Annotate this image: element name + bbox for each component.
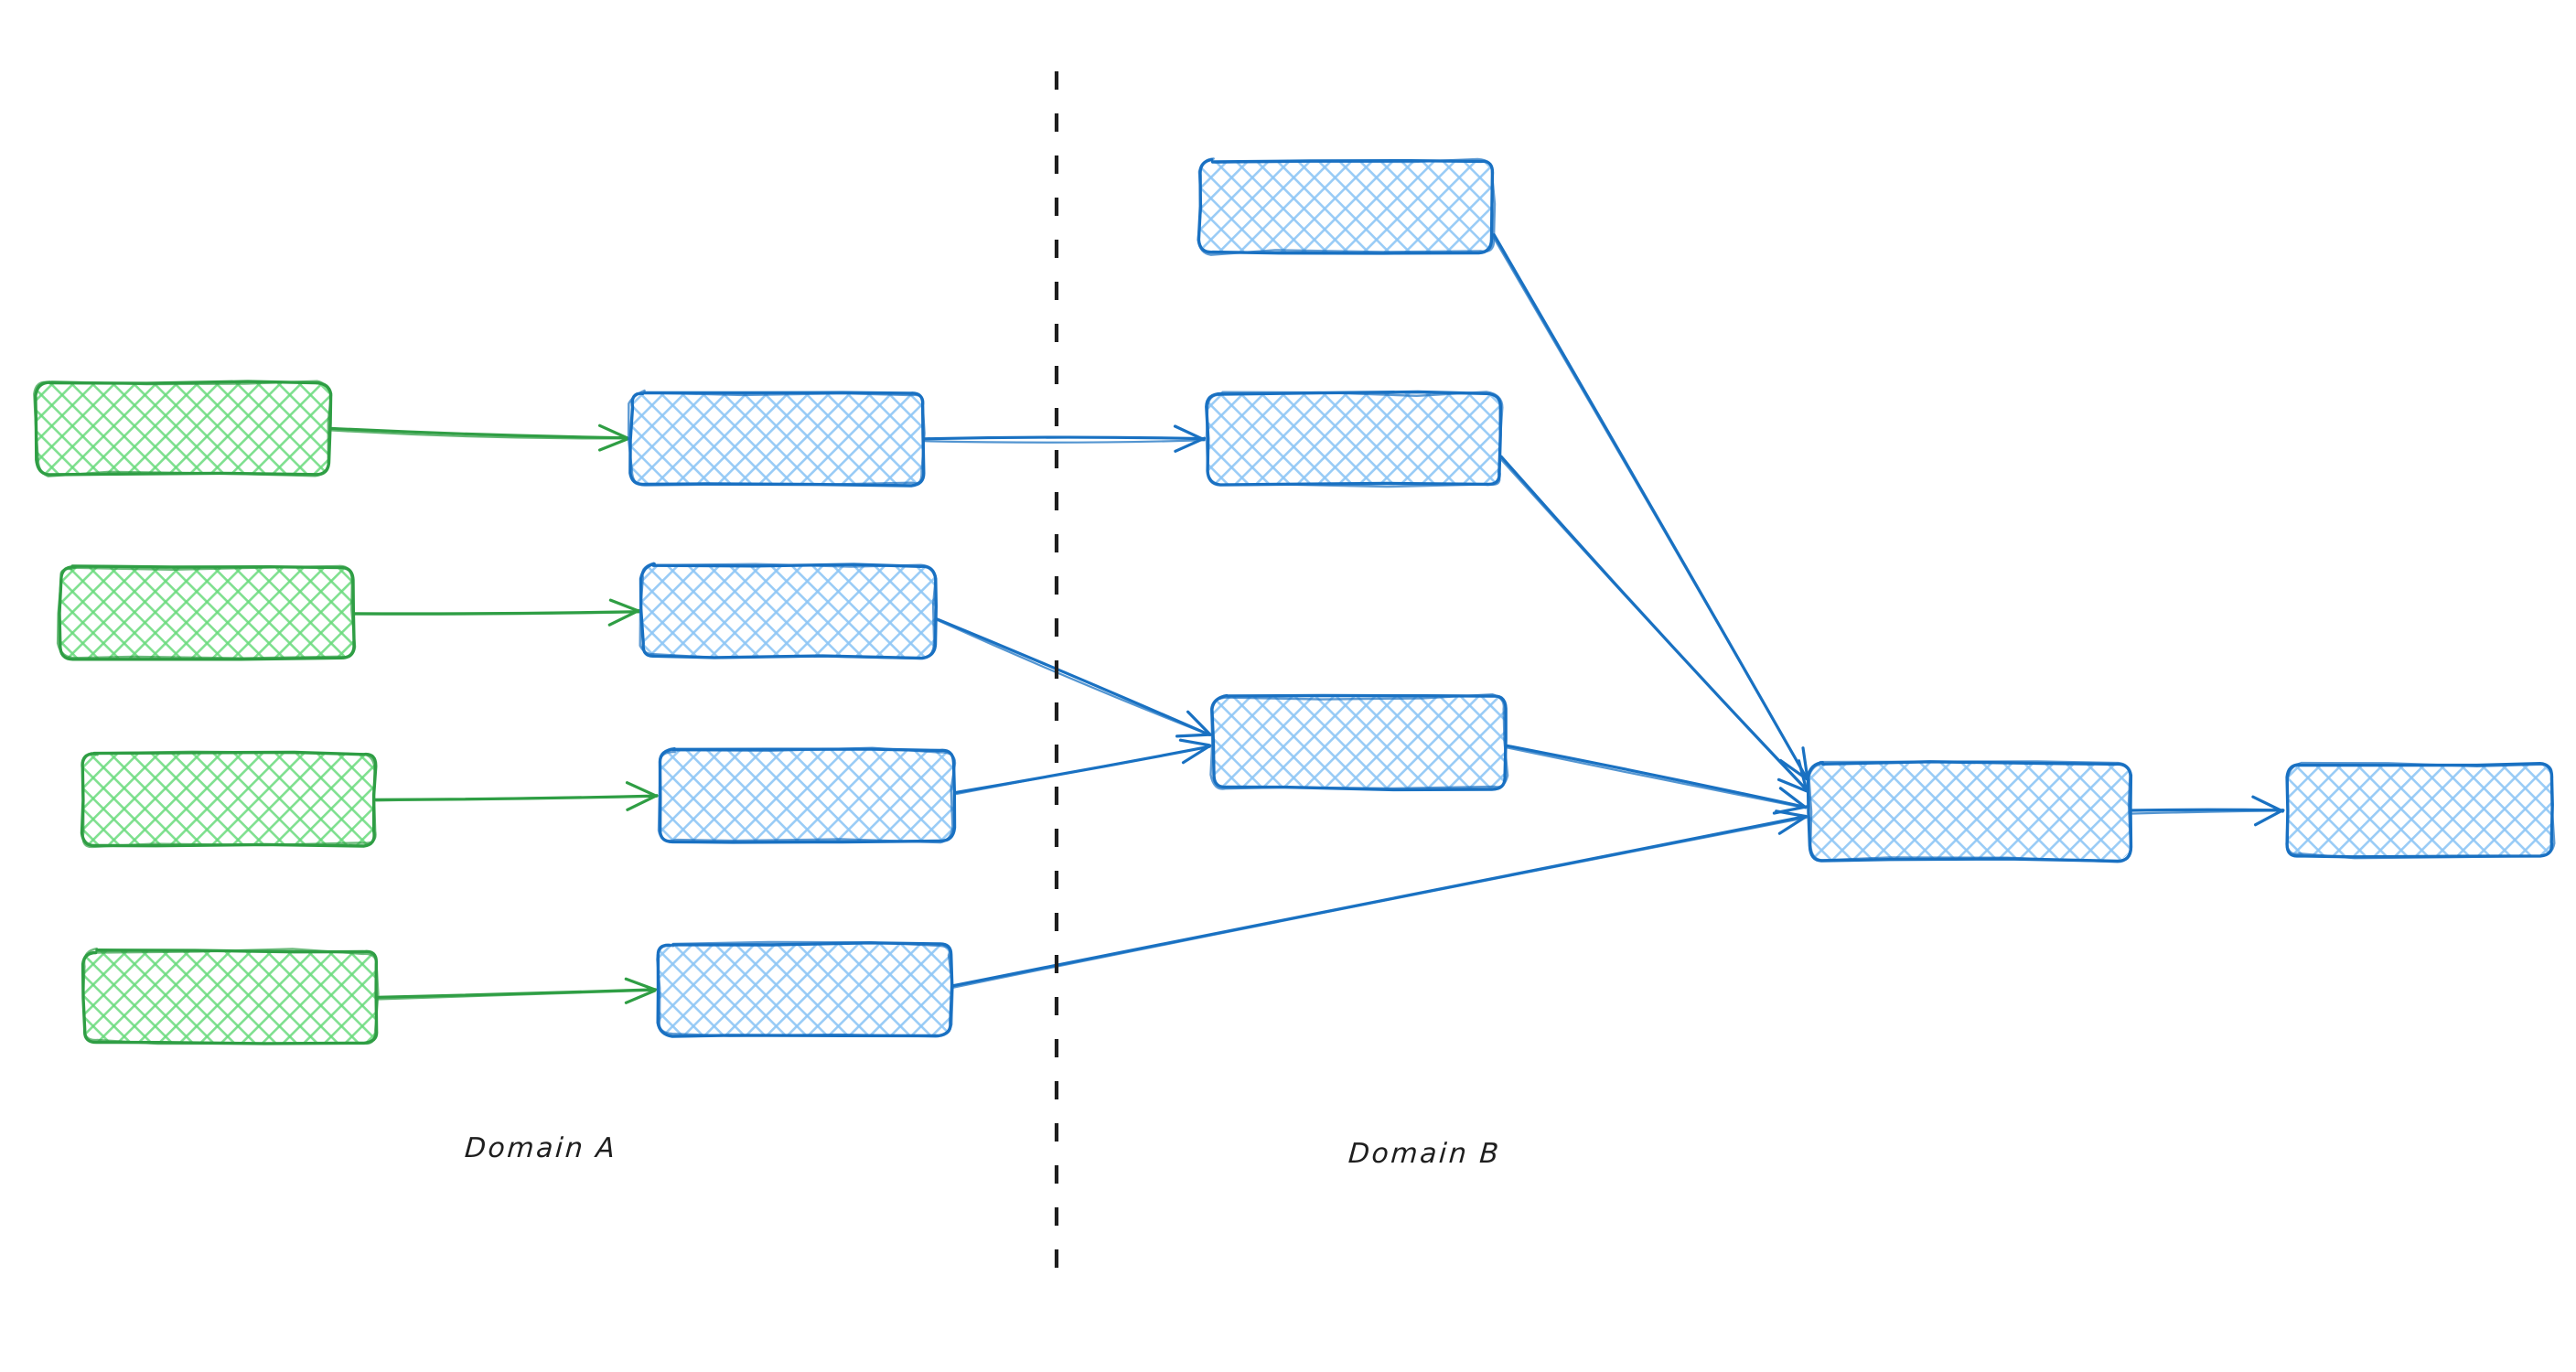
edge-arrowhead bbox=[1175, 733, 1212, 738]
node-outline bbox=[627, 389, 926, 487]
node-fill bbox=[1200, 161, 1493, 252]
node-outline bbox=[639, 562, 938, 660]
edge-arrowhead bbox=[1776, 777, 1809, 793]
edge-m1-b2 bbox=[922, 424, 1207, 453]
edge-arrowhead bbox=[625, 781, 658, 798]
node-fill bbox=[660, 750, 953, 841]
edge-a1-m1 bbox=[327, 423, 629, 452]
edge-line bbox=[328, 429, 628, 440]
edge-arrowhead bbox=[1174, 436, 1207, 453]
domain-b-label: Domain B bbox=[1347, 1138, 1502, 1170]
node-fill bbox=[642, 565, 935, 657]
edge-line bbox=[922, 439, 1206, 444]
node-fill bbox=[37, 382, 329, 474]
edge-b1-hub bbox=[1491, 233, 1809, 781]
edge-line bbox=[352, 611, 640, 616]
edge-arrowhead bbox=[1178, 738, 1211, 747]
edge-arrowhead bbox=[1801, 746, 1809, 780]
node-out[interactable] bbox=[2285, 761, 2556, 860]
edge-arrowhead bbox=[1173, 424, 1206, 442]
node-outline bbox=[81, 750, 377, 849]
node-outline bbox=[33, 380, 333, 477]
node-outline bbox=[81, 947, 380, 1045]
edge-arrowhead bbox=[2251, 795, 2284, 813]
edge-a4-m4 bbox=[374, 977, 658, 1004]
node-fill bbox=[82, 754, 375, 845]
edge-line bbox=[933, 616, 1211, 736]
edge-line bbox=[1498, 456, 1808, 792]
node-a2[interactable] bbox=[56, 564, 357, 661]
nodes-layer bbox=[33, 157, 2556, 1045]
node-m2[interactable] bbox=[639, 562, 938, 660]
edge-line bbox=[376, 989, 657, 1001]
node-fill bbox=[2287, 765, 2552, 856]
edge-hub-out bbox=[2128, 795, 2285, 827]
edge-line bbox=[327, 426, 629, 440]
edge-a3-m3 bbox=[372, 781, 659, 811]
node-outline bbox=[56, 564, 357, 659]
domain-a-label: Domain A bbox=[463, 1132, 618, 1164]
edge-arrowhead bbox=[607, 609, 640, 627]
edge-line bbox=[1505, 746, 1808, 809]
node-outline bbox=[1205, 391, 1504, 488]
edge-line bbox=[950, 817, 1808, 990]
edge-arrowhead bbox=[1797, 759, 1809, 793]
node-fill bbox=[631, 393, 924, 485]
node-a1[interactable] bbox=[33, 380, 333, 477]
edge-line bbox=[2128, 809, 2285, 815]
edge-arrowhead bbox=[598, 423, 629, 440]
node-m3[interactable] bbox=[657, 746, 957, 844]
node-hub[interactable] bbox=[1806, 760, 2133, 863]
edge-arrowhead bbox=[598, 437, 629, 452]
node-fill bbox=[1208, 393, 1500, 485]
edge-arrowhead bbox=[626, 794, 659, 811]
edge-line bbox=[934, 617, 1211, 736]
edge-line bbox=[951, 745, 1211, 796]
node-fill bbox=[1809, 763, 2130, 860]
edge-arrowhead bbox=[608, 598, 640, 613]
edges-layer bbox=[327, 233, 2285, 1004]
edge-line bbox=[1499, 455, 1809, 792]
edge-line bbox=[922, 435, 1206, 441]
edge-arrowhead bbox=[1186, 710, 1212, 736]
edge-m2-b3 bbox=[933, 616, 1212, 738]
node-outline bbox=[656, 940, 954, 1038]
edge-arrowhead bbox=[624, 989, 657, 1004]
edge-line bbox=[1505, 744, 1807, 809]
node-outline bbox=[1197, 157, 1497, 256]
edge-arrowhead bbox=[2254, 809, 2284, 827]
edge-arrowhead bbox=[1772, 805, 1809, 815]
edge-a2-m2 bbox=[351, 598, 641, 627]
edge-line bbox=[1491, 234, 1809, 780]
node-m1[interactable] bbox=[627, 389, 926, 488]
edge-arrowhead bbox=[1777, 815, 1808, 835]
edge-m3-b3 bbox=[951, 738, 1212, 796]
node-a4[interactable] bbox=[80, 947, 380, 1045]
edge-line bbox=[374, 795, 658, 802]
node-m4[interactable] bbox=[656, 940, 954, 1038]
node-outline bbox=[2285, 761, 2556, 860]
node-fill bbox=[659, 944, 951, 1035]
node-b1[interactable] bbox=[1197, 157, 1497, 256]
node-fill bbox=[1213, 697, 1506, 788]
node-outline bbox=[657, 746, 957, 844]
node-a3[interactable] bbox=[80, 750, 378, 849]
edge-arrowhead bbox=[624, 977, 656, 991]
edge-b2-hub bbox=[1498, 455, 1809, 793]
edge-m4-hub bbox=[950, 809, 1808, 990]
node-fill bbox=[60, 567, 353, 659]
node-fill bbox=[84, 951, 377, 1043]
node-b3[interactable] bbox=[1209, 693, 1509, 792]
edge-arrowhead bbox=[1778, 787, 1808, 809]
node-b2[interactable] bbox=[1205, 390, 1504, 488]
edge-arrowhead bbox=[1181, 744, 1212, 765]
node-outline bbox=[1209, 693, 1509, 790]
edge-b3-hub bbox=[1505, 744, 1809, 815]
node-outline bbox=[1808, 760, 2132, 863]
